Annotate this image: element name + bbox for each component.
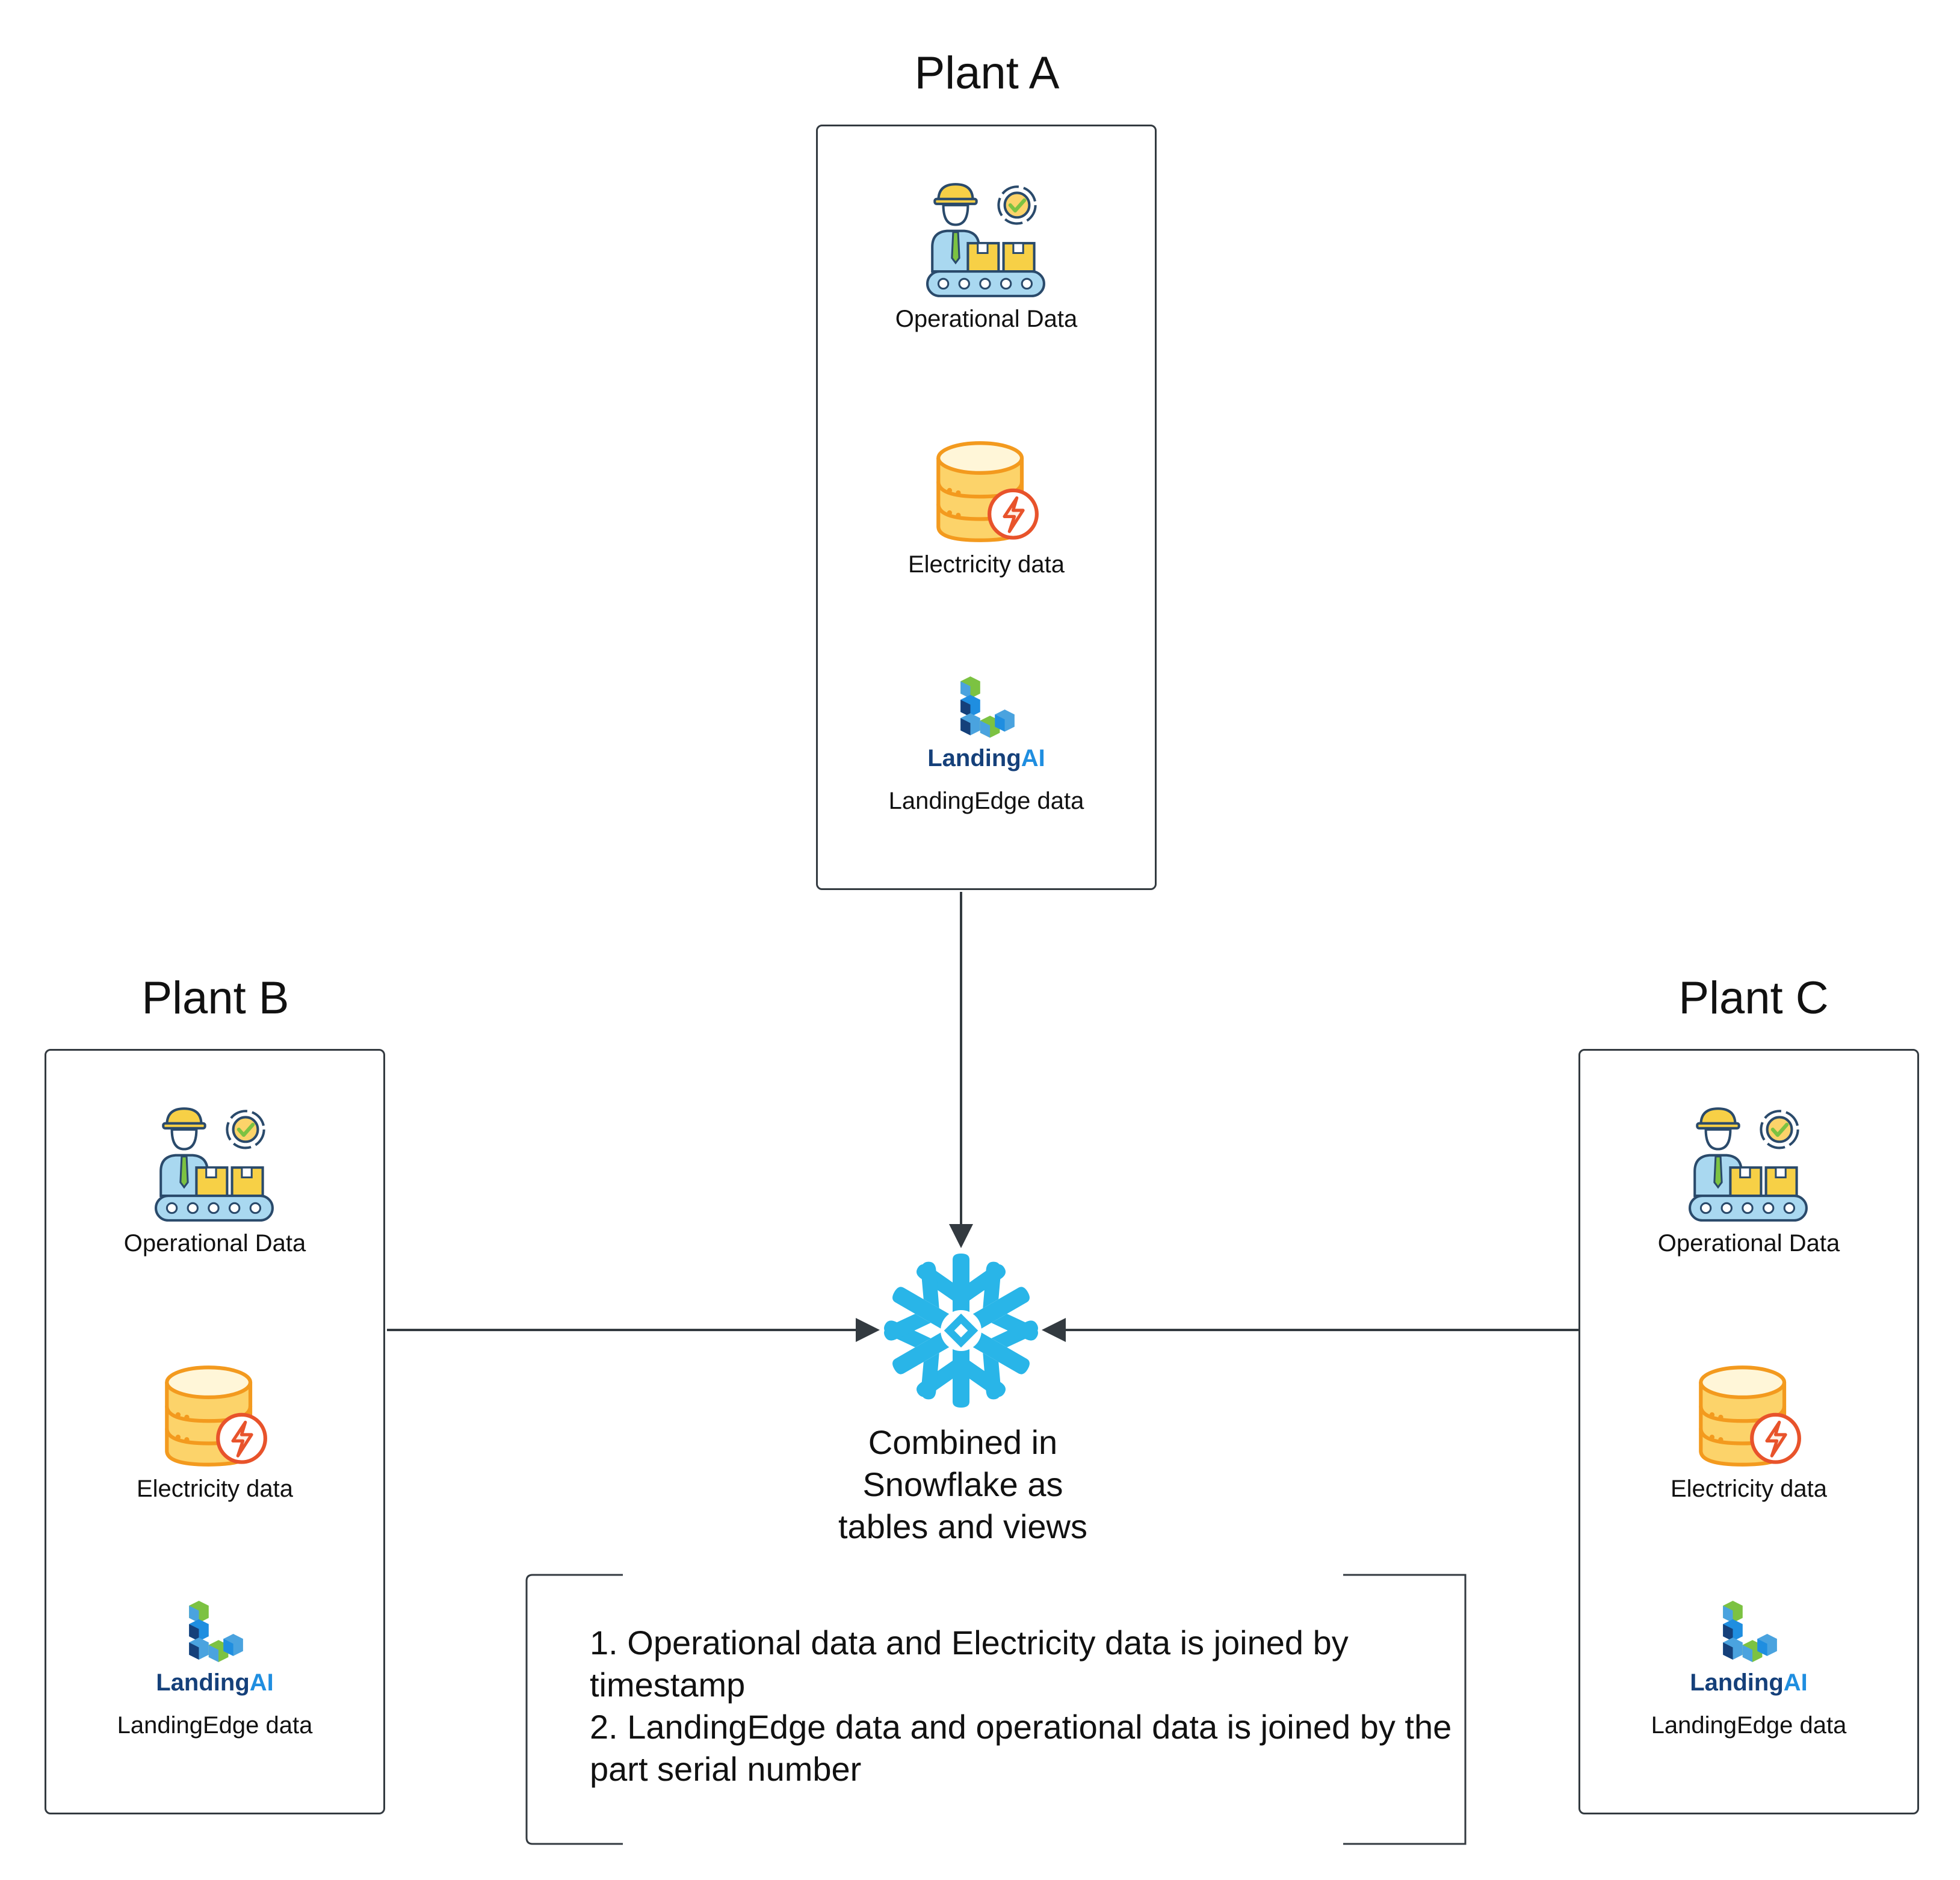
landing-ai-logo-icon bbox=[189, 1601, 243, 1662]
plant-b-operational: Operational Data bbox=[46, 1104, 383, 1257]
item-label: Electricity data bbox=[1670, 1476, 1828, 1502]
plant-a-landing: LandingAI LandingEdge data bbox=[818, 675, 1155, 815]
join-note-item: 2. LandingEdge data and operational data… bbox=[590, 1708, 1452, 1788]
landing-ai-brand: LandingAI bbox=[156, 1669, 274, 1696]
snowflake-label-line: tables and views bbox=[838, 1507, 1087, 1545]
item-label: Operational Data bbox=[1657, 1230, 1840, 1257]
item-label: LandingEdge data bbox=[1651, 1712, 1847, 1739]
item-label: Operational Data bbox=[895, 306, 1078, 332]
plant-c-title: Plant C bbox=[1678, 972, 1829, 1024]
plant-a-electricity: Electricity data bbox=[818, 439, 1155, 578]
operational-data-icon bbox=[1686, 1104, 1812, 1224]
landing-ai-logo-icon bbox=[1723, 1601, 1777, 1662]
plant-c-landing: LandingAI LandingEdge data bbox=[1580, 1600, 1917, 1739]
join-notes: 1. Operational data and Electricity data… bbox=[590, 1622, 1462, 1790]
electricity-database-icon bbox=[933, 439, 1039, 545]
plant-b-landing: LandingAI LandingEdge data bbox=[46, 1600, 383, 1739]
plant-c-electricity: Electricity data bbox=[1580, 1364, 1917, 1503]
snowflake-icon bbox=[882, 1253, 1040, 1408]
plant-a-title: Plant A bbox=[914, 48, 1060, 99]
electricity-database-icon bbox=[162, 1364, 268, 1470]
plant-c-operational: Operational Data bbox=[1580, 1104, 1917, 1257]
item-label: Electricity data bbox=[136, 1476, 294, 1502]
operational-data-icon bbox=[923, 179, 1050, 300]
snowflake-label-line: Combined in bbox=[868, 1423, 1058, 1461]
plant-b-box: Operational Data Electricity data Landin… bbox=[45, 1049, 385, 1814]
item-label: Operational Data bbox=[123, 1230, 306, 1257]
landing-ai-brand: LandingAI bbox=[927, 745, 1045, 771]
landing-ai-logo-icon bbox=[960, 676, 1015, 738]
snowflake-label-line: Snowflake as bbox=[862, 1465, 1063, 1503]
electricity-database-icon bbox=[1696, 1364, 1802, 1470]
plant-b-title: Plant B bbox=[141, 972, 289, 1024]
landing-ai-brand: LandingAI bbox=[1690, 1669, 1808, 1696]
plant-a-box: Operational Data Electricity data Landin… bbox=[816, 125, 1157, 890]
item-label: LandingEdge data bbox=[888, 788, 1084, 814]
plant-a-operational: Operational Data bbox=[818, 179, 1155, 333]
operational-data-icon bbox=[152, 1104, 278, 1224]
snowflake-label: Combined in Snowflake as tables and view… bbox=[758, 1421, 1167, 1548]
join-note-item: 1. Operational data and Electricity data… bbox=[590, 1624, 1349, 1704]
item-label: Electricity data bbox=[907, 551, 1065, 578]
notes-bracket bbox=[525, 1574, 1467, 1845]
item-label: LandingEdge data bbox=[117, 1712, 313, 1739]
plant-c-box: Operational Data Electricity data Landin… bbox=[1578, 1049, 1919, 1814]
plant-b-electricity: Electricity data bbox=[46, 1364, 383, 1503]
